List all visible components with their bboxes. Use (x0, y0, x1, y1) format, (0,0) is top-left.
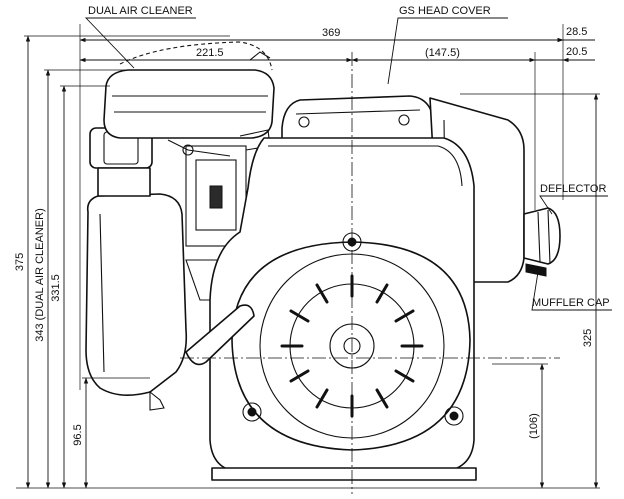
leader-lines (84, 17, 612, 311)
dim-369: 369 (322, 27, 340, 39)
gs-head-cover (281, 95, 435, 143)
label-gs-head-cover: GS HEAD COVER (399, 5, 491, 17)
dim-343: 343 (DUAL AIR CLEANER) (34, 208, 46, 341)
label-deflector: DEFLECTOR (540, 183, 606, 195)
deflector-plate (525, 263, 547, 277)
fuel-tank (85, 193, 188, 396)
recoil-cover (231, 241, 471, 451)
starter-grip (185, 304, 255, 366)
extension-lines (16, 24, 600, 489)
dimension-lines (25, 35, 599, 489)
air-cleaner (103, 69, 275, 139)
dim-375: 375 (14, 253, 26, 271)
engine-outline (85, 41, 561, 481)
carburetor (167, 129, 271, 301)
dim-331-5: 331.5 (50, 274, 62, 302)
dim-147-5: (147.5) (425, 47, 460, 59)
dim-106: (106) (528, 413, 540, 439)
engine-base (211, 467, 477, 481)
dim-221-5: 221.5 (196, 47, 224, 59)
dim-28-5: 28.5 (566, 26, 587, 38)
dim-20-5: 20.5 (566, 46, 587, 58)
center-lines (180, 52, 560, 494)
muffler-cap (523, 207, 561, 265)
dim-325: 325 (582, 329, 594, 347)
label-muffler-cap: MUFFLER CAP (532, 297, 610, 309)
label-dual-air-cleaner: DUAL AIR CLEANER (88, 5, 193, 17)
dim-96-5: 96.5 (72, 424, 84, 445)
